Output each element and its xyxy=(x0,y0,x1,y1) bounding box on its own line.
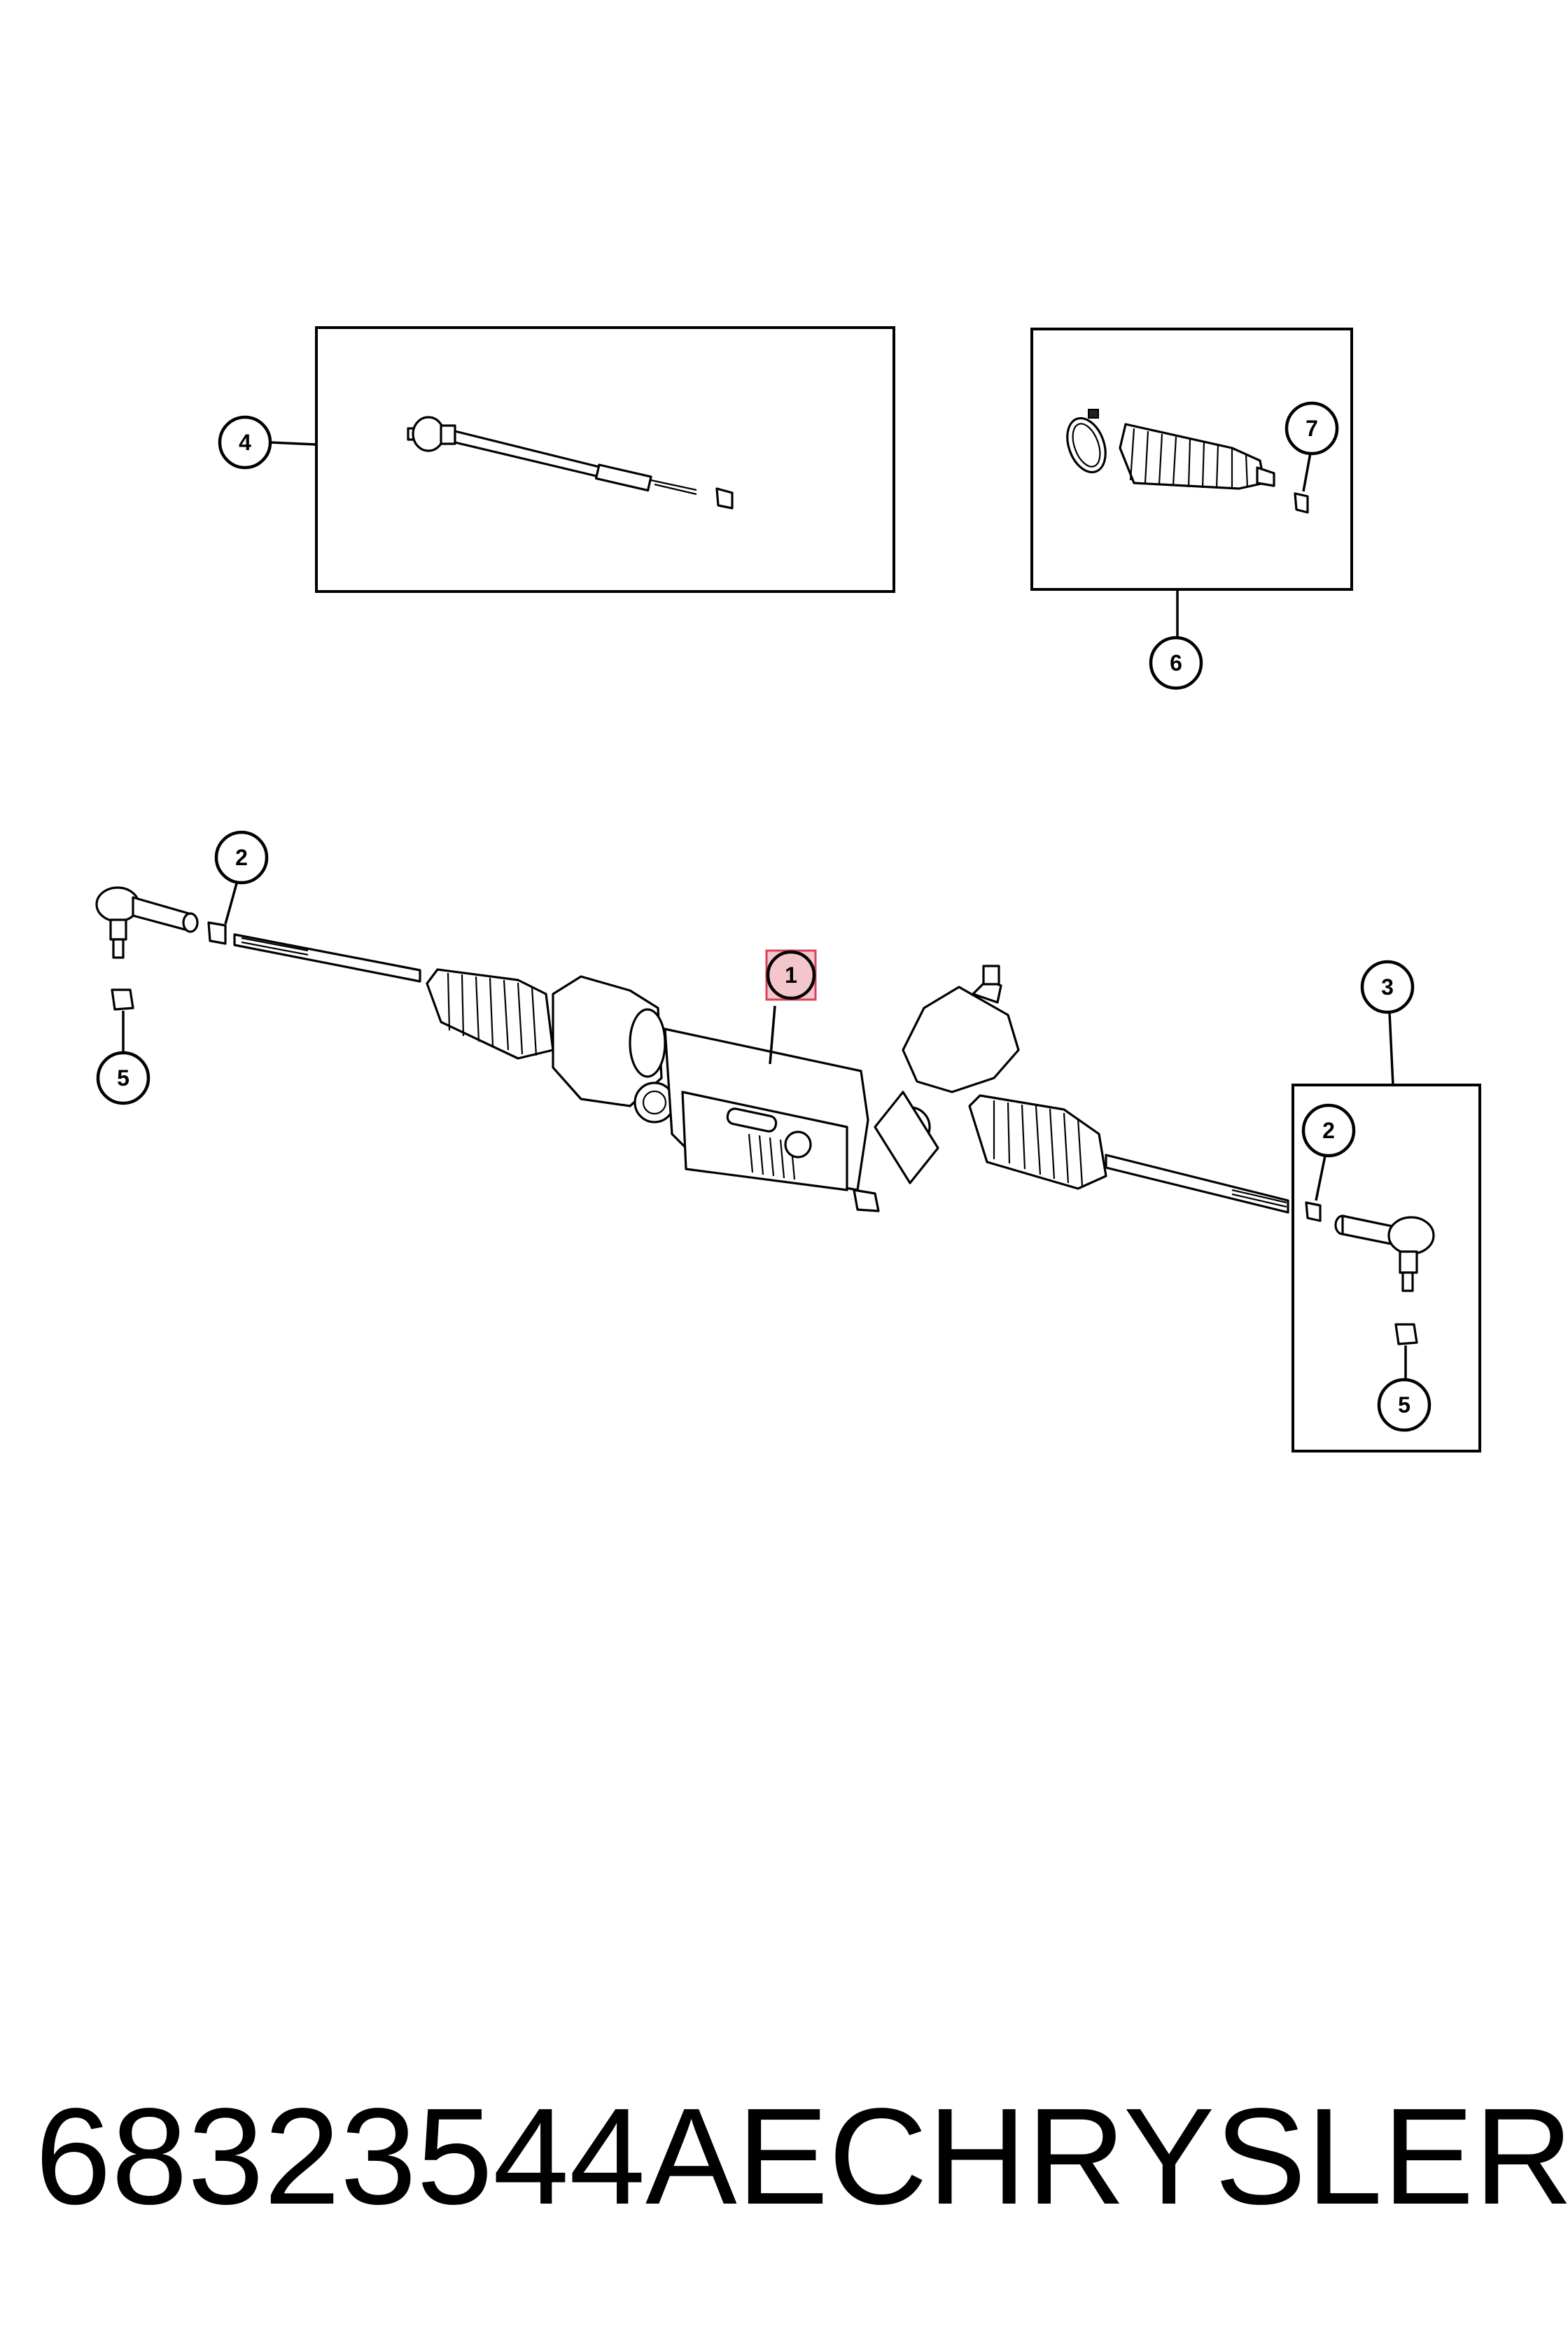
boot-group: 7 6 xyxy=(1030,328,1353,690)
right-tie-rod-end xyxy=(1334,1214,1435,1292)
callout-2-left: 2 xyxy=(214,830,269,885)
callout-7-label: 7 xyxy=(1306,416,1318,441)
callout-2-left-label: 2 xyxy=(235,845,248,870)
callout-6-label: 6 xyxy=(1170,650,1182,676)
right-bellows xyxy=(968,1094,1107,1190)
callout-3-label: 3 xyxy=(1381,974,1394,1000)
callout-5-left-label: 5 xyxy=(117,1065,130,1091)
leader-3 xyxy=(1388,1011,1394,1086)
leader-7 xyxy=(1302,452,1312,492)
left-tie-rod-end xyxy=(95,886,199,959)
pinion-housing xyxy=(874,965,1020,1184)
callout-3: 3 xyxy=(1360,960,1415,1014)
left-castle-nut xyxy=(111,988,134,1011)
inner-tie-rod-group: 4 xyxy=(218,326,895,593)
brand-name: CHRYSLER xyxy=(828,2079,1568,2233)
leader-2-left xyxy=(224,883,238,925)
right-tie-rod-box xyxy=(1292,1084,1481,1452)
left-outer-tie-rod-group: 2 5 xyxy=(95,830,269,1105)
footer: 68323544AE CHRYSLER xyxy=(35,2065,1568,2247)
inner-tie-rod-box xyxy=(315,326,895,593)
boot-fitting xyxy=(1294,492,1309,514)
inner-tie-rod-part xyxy=(407,416,734,510)
callout-4-label: 4 xyxy=(239,430,251,455)
callout-5-left: 5 xyxy=(96,1051,150,1105)
right-rack-rod xyxy=(1105,1154,1289,1214)
central-housing xyxy=(664,1028,880,1212)
leader-1 xyxy=(769,1005,776,1065)
callout-1: 1 xyxy=(765,949,817,1001)
callout-2-right-label: 2 xyxy=(1322,1118,1335,1143)
callout-6: 6 xyxy=(1149,636,1203,690)
left-housing xyxy=(552,975,676,1124)
left-jam-nut xyxy=(207,921,227,945)
boot-clamp xyxy=(1066,409,1107,474)
callout-4: 4 xyxy=(218,415,272,470)
leader-4 xyxy=(270,441,317,446)
steering-gear-assembly: 1 xyxy=(233,933,1289,1214)
callout-5-right: 5 xyxy=(1377,1378,1432,1432)
callout-7: 7 xyxy=(1284,401,1339,456)
left-bellows xyxy=(426,968,554,1060)
part-number: 68323544AE xyxy=(35,2079,829,2233)
boot-bellows xyxy=(1119,423,1275,490)
leader-2-right xyxy=(1315,1155,1326,1201)
callout-2-right: 2 xyxy=(1301,1103,1356,1158)
right-jam-nut xyxy=(1305,1201,1322,1222)
right-castle-nut xyxy=(1394,1323,1418,1345)
callout-5-right-label: 5 xyxy=(1398,1392,1410,1418)
boot-box xyxy=(1030,328,1353,591)
callout-1-label: 1 xyxy=(785,962,797,988)
right-outer-tie-rod-group: 3 2 5 xyxy=(1292,960,1481,1452)
